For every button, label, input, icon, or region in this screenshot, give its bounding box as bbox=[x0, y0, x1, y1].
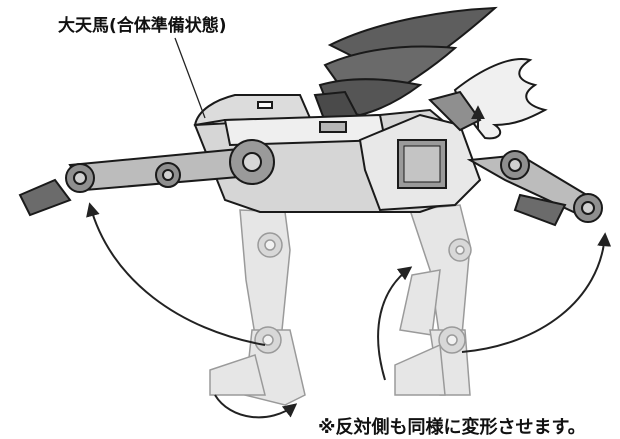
wing bbox=[313, 6, 498, 137]
front-raised-leg bbox=[466, 150, 603, 227]
rear-leg-ghost bbox=[209, 209, 306, 406]
front-leg-ghost bbox=[394, 204, 472, 396]
body bbox=[193, 90, 482, 213]
diagram-title: 大天馬(合体準備状態) bbox=[58, 16, 227, 36]
footnote: ※反対側も同様に変形させます。 bbox=[318, 417, 586, 438]
motion-arrows bbox=[86, 105, 612, 419]
title-leader-line bbox=[174, 37, 206, 119]
rear-raised-leg bbox=[18, 139, 275, 217]
